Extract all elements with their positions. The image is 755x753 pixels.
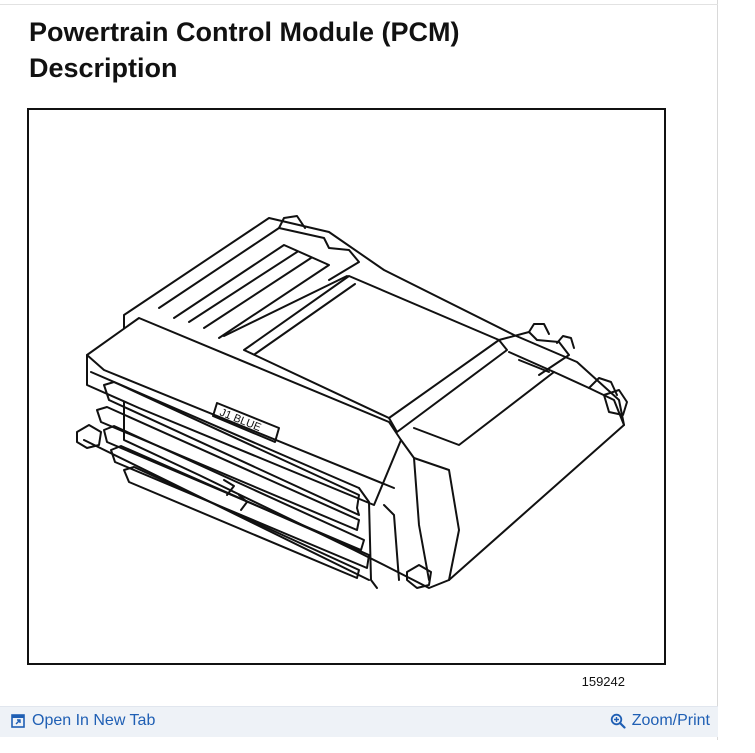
open-new-tab-icon: [10, 713, 26, 729]
open-in-new-tab-link[interactable]: Open In New Tab: [10, 712, 155, 730]
page-title-line-1: Powertrain Control Module (PCM): [29, 17, 460, 47]
top-divider: [0, 4, 718, 5]
magnifier-icon: [610, 713, 626, 729]
zoom-print-link[interactable]: Zoom/Print: [610, 712, 710, 730]
pcm-illustration: J1 BLUE: [76, 215, 628, 589]
zoom-print-label: Zoom/Print: [631, 712, 710, 729]
page-title-line-2: Description: [29, 53, 178, 83]
pcm-illustration-frame: J1 BLUE: [27, 108, 666, 665]
document-page: Powertrain Control Module (PCM) Descript…: [0, 0, 718, 740]
figure-number: 159242: [581, 674, 625, 689]
page-title: Powertrain Control Module (PCM) Descript…: [29, 14, 669, 86]
bottom-toolbar: Open In New Tab Zoom/Print: [0, 706, 718, 737]
open-in-new-tab-label: Open In New Tab: [32, 712, 156, 729]
